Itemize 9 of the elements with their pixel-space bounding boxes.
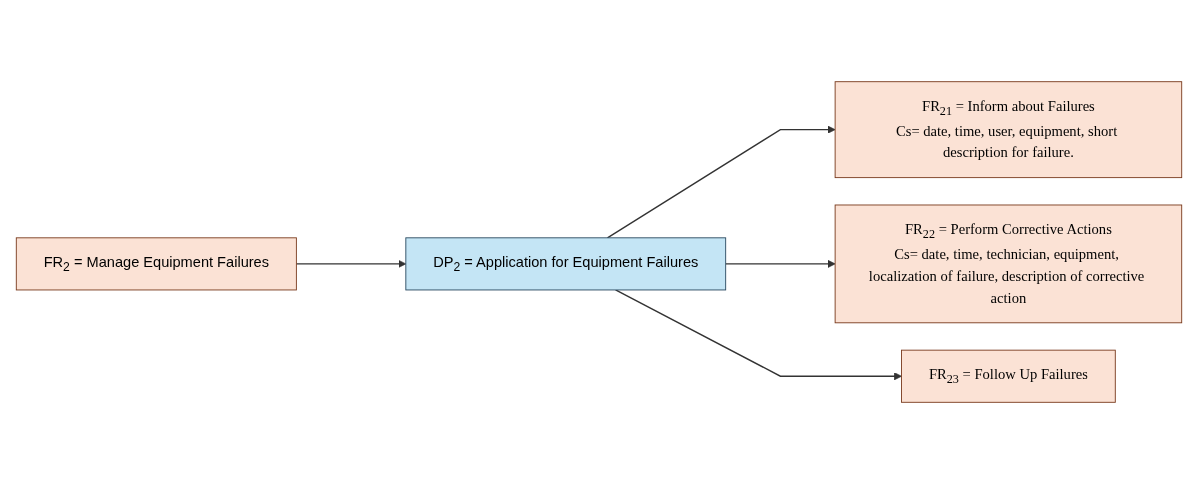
arrow <box>606 125 836 238</box>
node-box: FR$_{23}$ = Follow Up Failures <box>901 349 1116 403</box>
node-box: DP$_{2}$ = Application for Equipment Failures <box>405 236 727 290</box>
arrow <box>725 259 836 268</box>
node-box: FR$_{22}$ = Perform Corrective Actions Cs= date, time, technician, equipment, localization of failure, description of corrective action <box>834 204 1183 323</box>
node-box: FR$_{21}$ = Inform about Failures Cs= date, time, user, equipment, short description for failure. <box>834 80 1183 178</box>
arrow <box>614 288 902 380</box>
node-box: FR$_{2}$ = Manage Equipment Failures <box>15 236 297 290</box>
arrow <box>295 259 407 268</box>
